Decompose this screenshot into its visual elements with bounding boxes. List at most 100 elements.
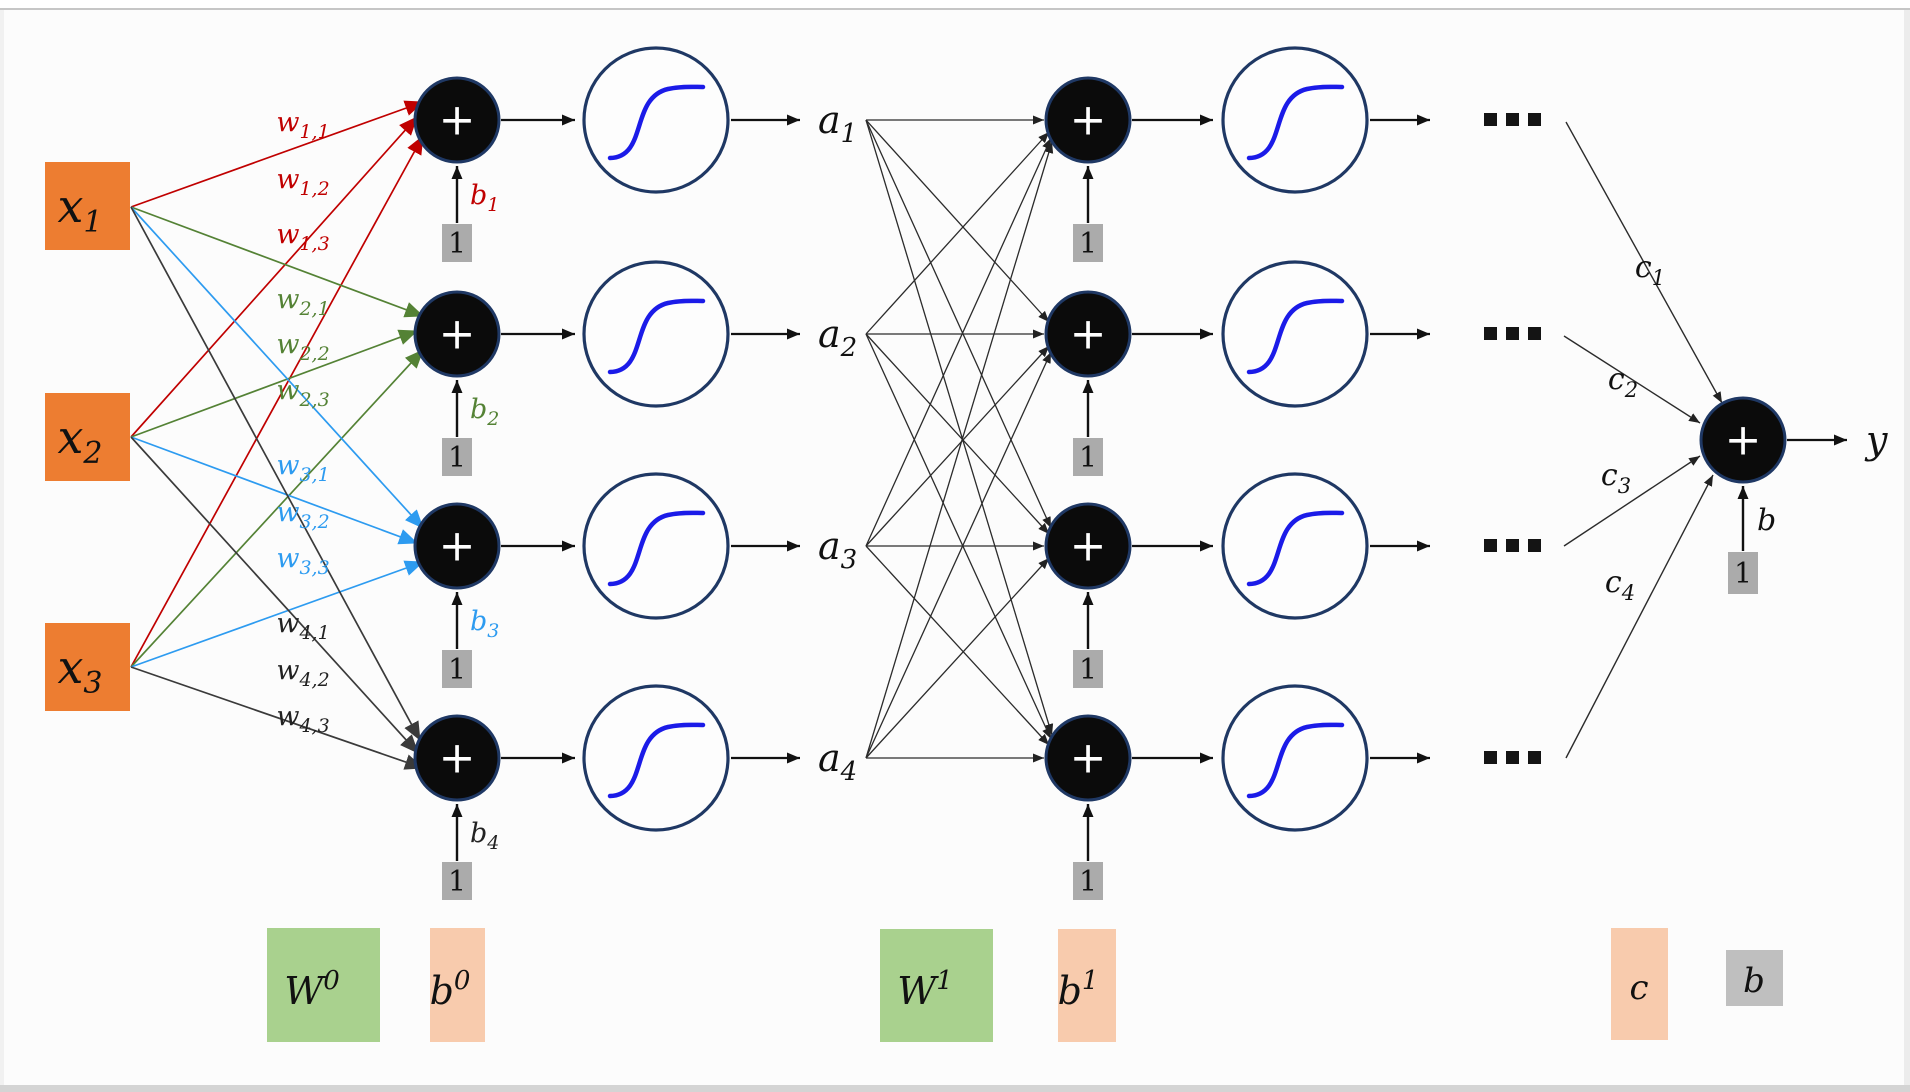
l1-sum-node-2 bbox=[413, 290, 501, 378]
weight-label-w43: w4,3 bbox=[276, 701, 329, 737]
edge-a3-to-m2 bbox=[865, 345, 1050, 547]
l2-bias-one-box-1 bbox=[1073, 224, 1103, 262]
edge-x3-to-n4 bbox=[130, 666, 424, 770]
weight-label-w41: w4,1 bbox=[276, 608, 329, 644]
final-sum-plus: + bbox=[1725, 415, 1762, 466]
edge-a4-to-m1 bbox=[865, 141, 1054, 759]
top-divider-line bbox=[0, 8, 1910, 10]
c4-label: c4 bbox=[1605, 565, 1635, 605]
dot bbox=[1528, 751, 1541, 764]
edge-x3-to-n3 bbox=[130, 560, 424, 668]
sigmoid-curve-icon bbox=[1246, 84, 1345, 161]
output-y-label: y bbox=[1864, 418, 1888, 462]
l1-bias-one-3: 1 bbox=[448, 653, 466, 686]
input-x1-box bbox=[45, 162, 130, 250]
l2-bias-one-box-2 bbox=[1073, 438, 1103, 476]
l1-bias-one-box-2 bbox=[442, 438, 472, 476]
layer2-activations bbox=[1132, 46, 1430, 832]
edge-x3-to-n2 bbox=[130, 349, 424, 668]
weight-label-w11: w1,1 bbox=[276, 107, 329, 143]
a1-label: a1 bbox=[818, 98, 857, 149]
activation-circle bbox=[582, 46, 730, 194]
l2-activation-4 bbox=[1221, 684, 1369, 832]
edge-a4-to-m2 bbox=[865, 351, 1052, 759]
legend-b-label: b bbox=[1743, 961, 1765, 1001]
weight-label-w32: w3,2 bbox=[276, 497, 329, 533]
layer2-edges bbox=[865, 115, 1054, 763]
l1-sum-plus-3: + bbox=[439, 521, 476, 572]
ellipsis-row-2 bbox=[1484, 327, 1541, 340]
l2-sum-node-2 bbox=[1044, 290, 1132, 378]
edge-x2-to-n2 bbox=[130, 329, 418, 438]
l1-bias-one-1: 1 bbox=[448, 227, 466, 260]
dot bbox=[1484, 751, 1497, 764]
legend-w1-label: W1 bbox=[897, 966, 953, 1013]
weight-label-w31: w3,1 bbox=[276, 450, 329, 486]
input-x2-box bbox=[45, 393, 130, 481]
l1-activation-1 bbox=[582, 46, 730, 194]
legend-b1-label: b1 bbox=[1058, 966, 1099, 1013]
dot bbox=[1484, 113, 1497, 126]
l1-activation-2 bbox=[582, 260, 730, 408]
l2-sum-plus-4: + bbox=[1070, 733, 1107, 784]
l1-activation-3 bbox=[582, 472, 730, 620]
l1-sum-plus-1: + bbox=[439, 95, 476, 146]
legend-w0-box bbox=[267, 928, 380, 1042]
activation-circle bbox=[1221, 472, 1369, 620]
l2-sum-node-3 bbox=[1044, 502, 1132, 590]
edge-x2-to-n1 bbox=[130, 116, 418, 438]
l1-bias-one-box-3 bbox=[442, 650, 472, 688]
layer1-activations bbox=[501, 46, 800, 832]
edge-x1-to-n3 bbox=[130, 206, 424, 529]
dot bbox=[1506, 113, 1519, 126]
edge-x3-to-n1 bbox=[130, 135, 424, 668]
edge-x2-to-n3 bbox=[130, 436, 418, 545]
legend-c-box bbox=[1611, 928, 1668, 1040]
output-weight-labels: c1 c2 c3 c4 bbox=[1601, 250, 1665, 605]
l2-activation-1 bbox=[1221, 46, 1369, 194]
input-x2-label: x2 bbox=[57, 410, 102, 471]
layer2-sum-nodes: + 1 + 1 + 1 + 1 bbox=[1044, 76, 1132, 900]
dot bbox=[1528, 327, 1541, 340]
edge-x2-to-n4 bbox=[130, 436, 419, 754]
a3-label: a3 bbox=[818, 524, 857, 575]
input-x1-label: x1 bbox=[57, 179, 102, 240]
layer1-sum-nodes: + b1 1 + b2 1 + b3 1 + b4 1 bbox=[413, 76, 501, 900]
l1-bias-label-3: b3 bbox=[470, 606, 499, 642]
edge-row2-to-final bbox=[1563, 335, 1701, 424]
l1-bias-one-2: 1 bbox=[448, 441, 466, 474]
legend-c-label: c bbox=[1629, 968, 1648, 1008]
l1-bias-label-2: b2 bbox=[470, 394, 499, 430]
l2-bias-one-4: 1 bbox=[1079, 865, 1097, 898]
dot bbox=[1484, 539, 1497, 552]
l2-bias-one-1: 1 bbox=[1079, 227, 1097, 260]
hidden-activations-labels: a1 a2 a3 a4 bbox=[818, 98, 857, 787]
sigmoid-curve-icon bbox=[607, 510, 706, 587]
legend-b-box bbox=[1726, 950, 1783, 1006]
l1-sum-plus-2: + bbox=[439, 309, 476, 360]
l1-sum-node-1 bbox=[413, 76, 501, 164]
sigmoid-curve-icon bbox=[1246, 510, 1345, 587]
sigmoid-curve-icon bbox=[607, 84, 706, 161]
sigmoid-curve-icon bbox=[607, 298, 706, 375]
edge-row1-to-final bbox=[1565, 121, 1723, 404]
legend: W0 b0 W1 b1 c b bbox=[267, 928, 1783, 1042]
activation-circle bbox=[582, 684, 730, 832]
input-x3-box bbox=[45, 623, 130, 711]
l2-sum-plus-3: + bbox=[1070, 521, 1107, 572]
l2-bias-one-3: 1 bbox=[1079, 653, 1097, 686]
l2-activation-3 bbox=[1221, 472, 1369, 620]
activation-circle bbox=[582, 472, 730, 620]
dot bbox=[1528, 539, 1541, 552]
ellipsis-rows bbox=[1484, 113, 1541, 764]
l2-sum-plus-2: + bbox=[1070, 309, 1107, 360]
edge-a3-to-m4 bbox=[865, 545, 1050, 746]
bottom-chrome-strip bbox=[0, 1085, 1910, 1092]
ellipsis-row-3 bbox=[1484, 539, 1541, 552]
c2-label: c2 bbox=[1608, 362, 1638, 402]
layer1-weight-labels: w1,1 w1,2 w1,3 w2,1 w2,2 w2,3 w3,1 w3,2 … bbox=[276, 107, 329, 737]
dot bbox=[1528, 113, 1541, 126]
final-bias-one-box bbox=[1728, 552, 1758, 594]
